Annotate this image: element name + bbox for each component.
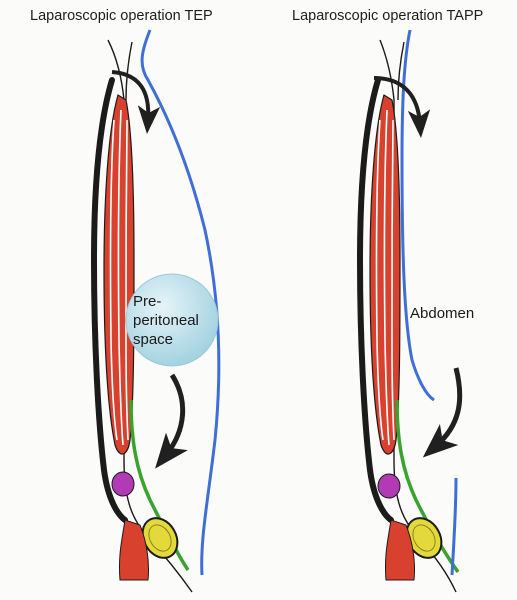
fine-line-left-2 (126, 42, 132, 100)
space-label-line-1: Pre- (133, 292, 223, 311)
purple-node-left (112, 472, 134, 496)
space-label-line-2: peritoneal (133, 311, 223, 330)
preperitoneal-space-label: Pre- peritoneal space (133, 292, 223, 349)
peritoneum-line-right-upper (402, 30, 434, 400)
curved-arrow-icon (166, 375, 183, 455)
space-label-line-3: space (133, 330, 223, 349)
abdomen-label: Abdomen (410, 304, 474, 323)
peritoneum-line-right-lower (452, 478, 456, 575)
curved-arrow-icon (436, 368, 460, 446)
purple-node-right (378, 474, 400, 498)
